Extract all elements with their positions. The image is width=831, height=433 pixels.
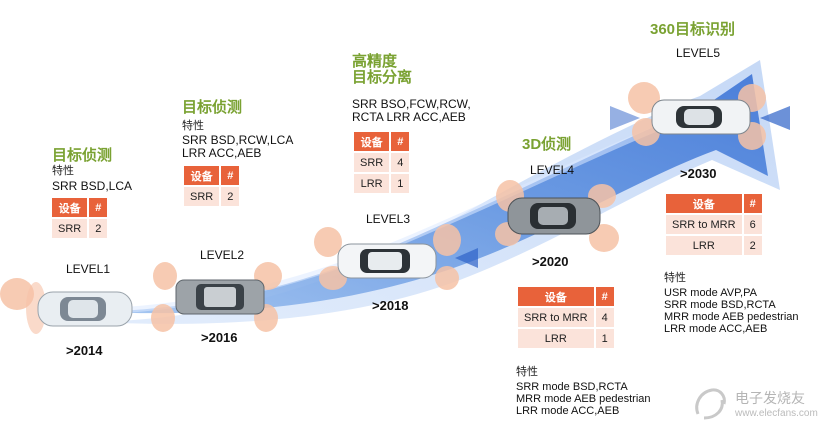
table-cell-sensor: SRR to MRR xyxy=(518,308,594,327)
level4-title: 3D侦测 xyxy=(522,136,572,153)
table-cell-sensor: SRR to MRR xyxy=(666,215,742,234)
level1-label: LEVEL1 xyxy=(66,262,111,276)
level3-title-line2: 目标分离 xyxy=(352,69,413,86)
table-header-count: # xyxy=(595,287,614,306)
level2-label: LEVEL2 xyxy=(200,248,245,262)
level2-title: 目标侦测 xyxy=(182,99,243,116)
radar-lobe xyxy=(433,224,461,256)
table-cell-sensor: SRR xyxy=(52,219,88,238)
car-level4 xyxy=(507,197,601,235)
level3-label: LEVEL3 xyxy=(366,212,411,226)
radar-lobe xyxy=(628,82,660,114)
car-level1 xyxy=(37,291,133,327)
table-cell-count: 1 xyxy=(595,329,614,348)
radar-beam xyxy=(455,248,478,268)
table-cell-sensor: LRR xyxy=(354,174,390,193)
table-header-device: 设备 xyxy=(354,132,390,151)
level2-feature: SRR BSD,RCW,LCA xyxy=(182,133,294,147)
level3-feature: SRR BSO,FCW,RCW, xyxy=(352,97,471,111)
table-cell-count: 2 xyxy=(221,187,240,206)
watermark-brand: 电子发烧友 xyxy=(735,390,805,406)
level4-feature: MRR mode AEB pedestrian xyxy=(516,393,651,405)
radar-lobe xyxy=(0,278,34,310)
radar-beam xyxy=(610,106,640,130)
car-level2 xyxy=(175,279,265,315)
table-header-count: # xyxy=(221,166,240,185)
level3-feature: RCTA LRR ACC,AEB xyxy=(352,110,466,124)
table-cell-sensor: SRR xyxy=(184,187,220,206)
radar-beam xyxy=(760,106,790,130)
level2-year: >2016 xyxy=(201,330,238,345)
level4-features-heading: 特性 xyxy=(516,366,538,378)
table-cell-count: 4 xyxy=(391,153,410,172)
level4-feature: LRR mode ACC,AEB xyxy=(516,405,620,417)
level1-year: >2014 xyxy=(66,343,103,358)
level4-label: LEVEL4 xyxy=(530,163,575,177)
table-header-count: # xyxy=(89,198,108,217)
level5-year: >2030 xyxy=(680,166,717,181)
level5-feature: MRR mode AEB pedestrian xyxy=(664,311,799,323)
radar-lobe xyxy=(435,266,459,290)
table-header-count: # xyxy=(391,132,410,151)
level5-feature: SRR mode BSD,RCTA xyxy=(664,299,776,311)
watermark-url: www.elecfans.com xyxy=(735,408,818,419)
radar-lobe xyxy=(314,227,342,257)
level1-feature: SRR BSD,LCA xyxy=(52,179,133,193)
table-header-device: 设备 xyxy=(518,287,594,306)
level4-feature: SRR mode BSD,RCTA xyxy=(516,381,628,393)
table-cell-sensor: LRR xyxy=(518,329,594,348)
car-level5 xyxy=(651,99,751,135)
level5-features-heading: 特性 xyxy=(664,272,686,284)
level5-feature: USR mode AVP,PA xyxy=(664,287,757,299)
car-level3 xyxy=(337,243,437,279)
level4-year: >2020 xyxy=(532,254,569,269)
level2-features-heading: 特性 xyxy=(182,120,204,132)
level1-title: 目标侦测 xyxy=(52,147,113,164)
table-header-count: # xyxy=(743,194,762,213)
level2-feature: LRR ACC,AEB xyxy=(182,146,262,160)
radar-lobe xyxy=(589,224,619,252)
table-header-device: 设备 xyxy=(666,194,742,213)
level3-title-line1: 高精度 xyxy=(352,53,398,70)
table-cell-count: 1 xyxy=(391,174,410,193)
table-cell-count: 6 xyxy=(743,215,762,234)
table-cell-sensor: LRR xyxy=(666,236,742,255)
radar-lobe xyxy=(26,282,46,334)
radar-lobe xyxy=(153,262,177,290)
level3-year: >2018 xyxy=(372,298,409,313)
level5-title: 360目标识别 xyxy=(650,21,736,38)
watermark-logo-icon xyxy=(690,384,730,424)
level5-feature: LRR mode ACC,AEB xyxy=(664,323,768,335)
table-cell-sensor: SRR xyxy=(354,153,390,172)
level5-label: LEVEL5 xyxy=(676,46,721,60)
table-cell-count: 2 xyxy=(743,236,762,255)
table-header-device: 设备 xyxy=(184,166,220,185)
table-header-device: 设备 xyxy=(52,198,88,217)
table-cell-count: 2 xyxy=(89,219,108,238)
table-cell-count: 4 xyxy=(595,308,614,327)
level1-features-heading: 特性 xyxy=(52,165,74,177)
radar-lobe xyxy=(151,304,175,332)
